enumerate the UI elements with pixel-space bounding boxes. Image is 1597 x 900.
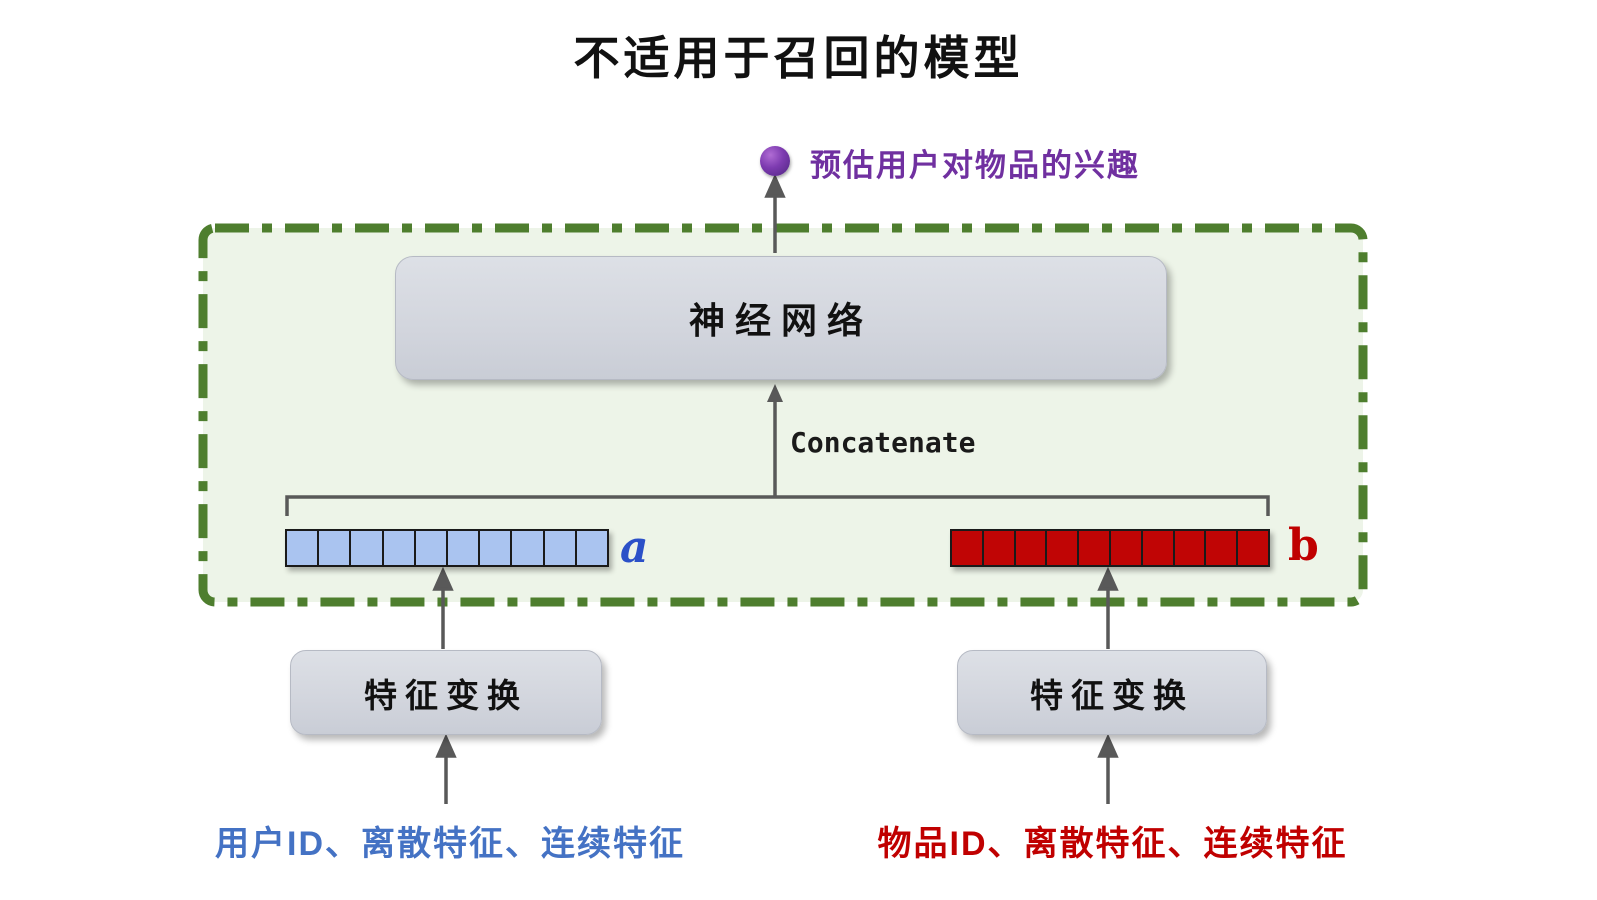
output-label: 预估用户对物品的兴趣 <box>810 148 1140 183</box>
arrow-user-to-ft <box>435 733 457 804</box>
arrow-ft-left-to-a <box>432 566 454 649</box>
vector-cell <box>574 531 608 565</box>
vector-cell <box>510 531 543 565</box>
vector-cell <box>381 531 414 565</box>
arrow-nn-to-output <box>764 173 786 253</box>
vector-cell <box>1045 531 1078 565</box>
feature-transform-left-box: 特征变换 <box>290 650 602 735</box>
vector-cell <box>287 531 318 565</box>
concat-arrowhead <box>767 384 783 402</box>
arrow-item-to-ft <box>1097 733 1119 804</box>
vector-b <box>950 529 1270 567</box>
diagram-title: 不适用于召回的模型 <box>573 32 1024 84</box>
feature-transform-left-label: 特征变换 <box>364 676 528 714</box>
vector-cell <box>1172 531 1205 565</box>
feature-transform-right-box: 特征变换 <box>957 650 1267 735</box>
vector-cell <box>1077 531 1109 565</box>
neural-network-label: 神经网络 <box>688 300 873 341</box>
vector-a-label: a <box>620 522 649 573</box>
vector-cell <box>542 531 575 565</box>
vector-cell <box>1204 531 1237 565</box>
vector-cell <box>1108 531 1141 565</box>
arrow-ft-right-to-b <box>1097 566 1119 649</box>
vector-cell <box>952 531 982 565</box>
vector-cell <box>981 531 1014 565</box>
vector-cell <box>446 531 479 565</box>
vector-cell <box>1236 531 1268 565</box>
vector-cell <box>1140 531 1173 565</box>
output-dot <box>760 146 790 176</box>
vector-cell <box>317 531 350 565</box>
vector-cell <box>478 531 511 565</box>
feature-transform-right-label: 特征变换 <box>1030 676 1194 714</box>
neural-network-box: 神经网络 <box>395 256 1167 380</box>
vector-cell <box>349 531 382 565</box>
vector-b-label: b <box>1288 520 1319 571</box>
vector-cell <box>413 531 447 565</box>
user-features-label: 用户ID、离散特征、连续特征 <box>215 824 685 863</box>
concat-bracket <box>285 396 1270 516</box>
concatenate-label: Concatenate <box>790 426 976 459</box>
item-features-label: 物品ID、离散特征、连续特征 <box>877 824 1348 863</box>
vector-a <box>285 529 609 567</box>
vector-cell <box>1013 531 1046 565</box>
